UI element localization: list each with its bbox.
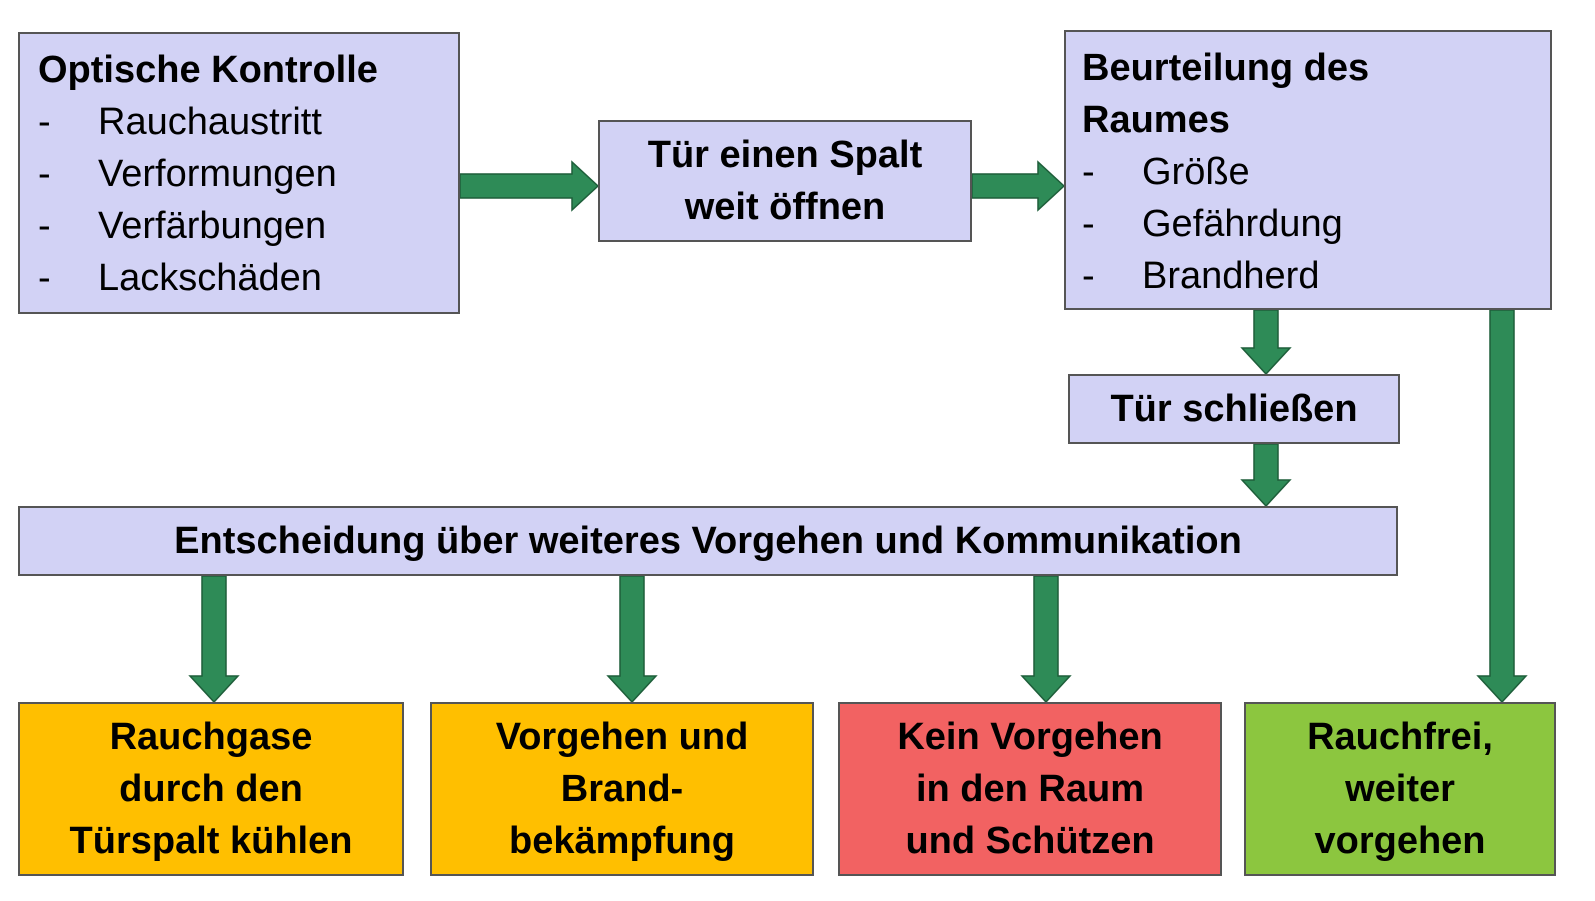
arrow-entscheidung-to-rauchgase <box>188 575 240 704</box>
beurteilung-title-line: Raumes <box>1082 99 1230 141</box>
bullet-dash: - <box>38 153 51 195</box>
beurteilung-item: - Größe <box>1082 146 1550 198</box>
bullet-dash: - <box>38 205 51 247</box>
optische-item-label: Verformungen <box>98 153 337 195</box>
optische-kontrolle-box: Optische Kontrolle - Rauchaustritt - Ver… <box>18 32 460 314</box>
entscheidung-label: Entscheidung über weiteres Vorgehen und … <box>174 519 1242 562</box>
beurteilung-item: - Gefährdung <box>1082 198 1550 250</box>
bullet-dash: - <box>38 101 51 143</box>
entscheidung-box: Entscheidung über weiteres Vorgehen und … <box>18 506 1398 576</box>
bullet-dash: - <box>1082 151 1095 193</box>
bullet-dash: - <box>1082 203 1095 245</box>
outcome-line: Türspalt kühlen <box>69 820 353 862</box>
outcome-line: Vorgehen und <box>495 716 749 758</box>
arrow-schliessen-to-entscheidung <box>1240 443 1292 508</box>
arrow-entscheidung-to-brandbekaempfung <box>606 575 658 704</box>
beurteilung-item: - Brandherd <box>1082 250 1550 302</box>
beurteilung-item-label: Brandherd <box>1142 255 1320 297</box>
outcome-kein-vorgehen: Kein Vorgehen in den Raum und Schützen <box>838 702 1222 876</box>
optische-kontrolle-title: Optische Kontrolle <box>38 49 378 91</box>
tuer-schliessen-box: Tür schließen <box>1068 374 1400 444</box>
outcome-rauchgase-kuehlen: Rauchgase durch den Türspalt kühlen <box>18 702 404 876</box>
outcome-line: Brand- <box>560 768 684 810</box>
optische-item-label: Verfärbungen <box>98 205 327 247</box>
optische-item: - Verformungen <box>38 148 458 200</box>
arrow-spalt-to-beurteilung <box>971 160 1066 212</box>
arrow-optische-to-spalt <box>459 160 600 212</box>
outcome-rauchfrei: Rauchfrei, weiter vorgehen <box>1244 702 1556 876</box>
arrow-beurteilung-to-rauchfrei <box>1476 309 1528 704</box>
spalt-line: Tür einen Spalt <box>647 134 923 176</box>
outcome-line: Rauchfrei, <box>1307 716 1493 758</box>
optische-item: - Rauchaustritt <box>38 96 458 148</box>
outcome-line: Rauchgase <box>109 716 313 758</box>
beurteilung-item-label: Größe <box>1142 151 1250 193</box>
optische-item: - Verfärbungen <box>38 200 458 252</box>
optische-item-label: Lackschäden <box>98 257 322 299</box>
beurteilung-title-line: Beurteilung des <box>1082 47 1370 89</box>
tuer-schliessen-label: Tür schließen <box>1110 387 1358 430</box>
outcome-line: durch den <box>119 768 303 810</box>
arrow-beurteilung-to-schliessen <box>1240 309 1292 376</box>
outcome-line: vorgehen <box>1314 820 1486 862</box>
optische-item: - Lackschäden <box>38 252 458 304</box>
outcome-line: Kein Vorgehen <box>897 716 1163 758</box>
outcome-line: und Schützen <box>905 820 1155 862</box>
arrow-entscheidung-to-kein-vorgehen <box>1020 575 1072 704</box>
spalt-oeffnen-box: Tür einen Spalt weit öffnen <box>598 120 972 242</box>
beurteilung-box: Beurteilung des Raumes - Größe - Gefährd… <box>1064 30 1552 310</box>
outcome-line: bekämpfung <box>509 820 735 862</box>
outcome-brandbekaempfung: Vorgehen und Brand- bekämpfung <box>430 702 814 876</box>
beurteilung-item-label: Gefährdung <box>1142 203 1343 245</box>
bullet-dash: - <box>38 257 51 299</box>
outcome-line: in den Raum <box>915 768 1145 810</box>
outcome-line: weiter <box>1345 768 1455 810</box>
spalt-line: weit öffnen <box>684 186 886 228</box>
optische-item-label: Rauchaustritt <box>98 101 322 143</box>
bullet-dash: - <box>1082 255 1095 297</box>
